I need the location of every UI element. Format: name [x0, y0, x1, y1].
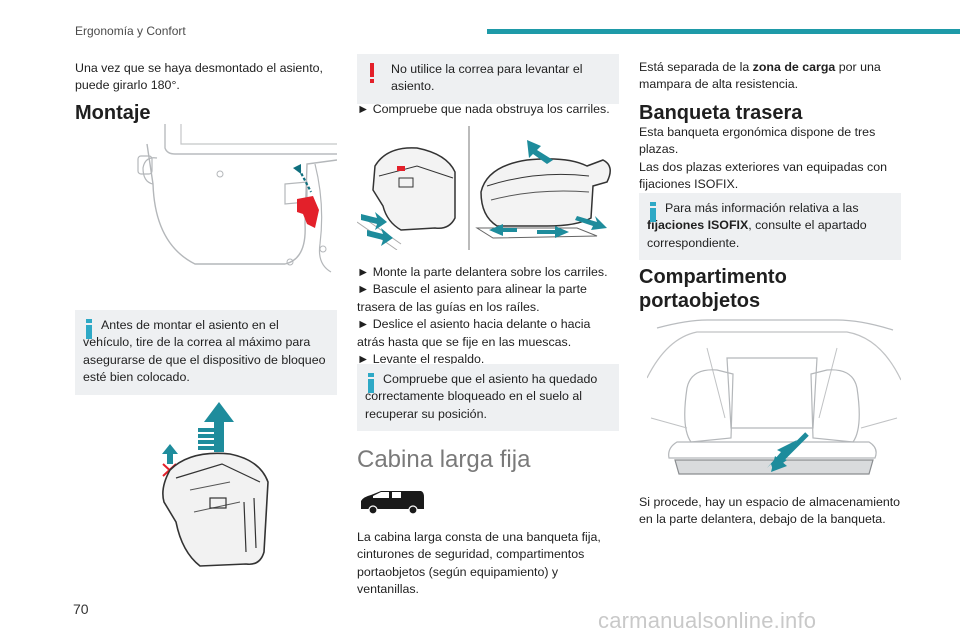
separation-paragraph: Está separada de la zona de carga por un…	[639, 59, 901, 94]
header-accent-bar	[487, 29, 960, 34]
info-note-before-mounting: Antes de montar el asiento en el vehícul…	[75, 310, 337, 395]
note-before-text: Antes de montar el asiento en el vehícul…	[83, 318, 326, 385]
heading-banqueta: Banqueta trasera	[639, 102, 803, 124]
heading-compartimento-line-1: Compartimento	[639, 266, 787, 288]
step-2: ► Bascule el asiento para alinear la par…	[357, 282, 587, 314]
illustration-seat-rails	[357, 126, 611, 250]
illustration-rear-bench-storage	[647, 319, 901, 475]
step-check-rails: ► Compruebe que nada obstruya los carril…	[357, 102, 610, 116]
warning-icon	[369, 63, 375, 83]
watermark: carmanualsonline.info	[598, 608, 817, 633]
info-note-locked: Compruebe que el asiento ha quedado corr…	[357, 364, 619, 432]
intro-paragraph: Una vez que se haya desmontado el asient…	[75, 60, 337, 95]
mounting-steps: ► Monte la parte delantera sobre los car…	[357, 264, 619, 368]
step-1: ► Monte la parte delantera sobre los car…	[357, 265, 608, 279]
intro-line-1: Una vez que se haya desmontado el asient…	[75, 61, 323, 75]
step-4: ► Levante el respaldo.	[357, 352, 485, 367]
page-number: 70	[73, 601, 89, 617]
note-locked-text: Compruebe que el asiento ha quedado corr…	[365, 372, 598, 421]
info-icon	[650, 202, 656, 222]
section-title: Ergonomía y Confort	[75, 24, 186, 38]
sep-keyword: zona de carga	[752, 60, 836, 74]
intro-line-2: puede girarlo 180°.	[75, 78, 180, 93]
step-3: ► Deslice el asiento hacia delante o hac…	[357, 317, 591, 349]
heading-cabina-larga: Cabina larga fija	[357, 446, 531, 473]
illustration-seat-lever	[137, 124, 337, 273]
banqueta-line-1: Esta banqueta ergonómica dispone de tres…	[639, 125, 876, 157]
sep-prefix: Está separada de la	[639, 60, 753, 74]
storage-paragraph: Si procede, hay un espacio de almacenami…	[639, 495, 901, 527]
isofix-suffix: , consulte el apartado correspondiente.	[647, 218, 867, 250]
info-note-isofix: Para más información relativa a las fija…	[639, 193, 901, 261]
warning-note-strap: No utilice la correa para levantar el as…	[357, 54, 619, 104]
banqueta-line-2: Las dos plazas exteriores van equipadas …	[639, 159, 887, 192]
van-silhouette-icon	[361, 491, 424, 515]
cabina-description: La cabina larga consta de una banqueta f…	[357, 530, 601, 597]
illustration-seat-lift	[162, 402, 269, 567]
warning-strap-text: No utilice la correa para levantar el as…	[391, 62, 583, 94]
isofix-keyword: fijaciones ISOFIX	[647, 218, 749, 233]
heading-compartimento: Compartimento portaobjetos	[639, 265, 787, 313]
heading-compartimento-line-2: portaobjetos	[639, 290, 761, 312]
sep-suffix: por una mampara de alta resistencia.	[639, 60, 881, 92]
info-icon	[86, 319, 92, 339]
heading-montaje: Montaje	[75, 102, 151, 124]
isofix-prefix: Para más información relativa a las	[665, 201, 859, 215]
info-icon	[368, 373, 374, 393]
banqueta-paragraph: Esta banqueta ergonómica dispone de tres…	[639, 124, 901, 194]
